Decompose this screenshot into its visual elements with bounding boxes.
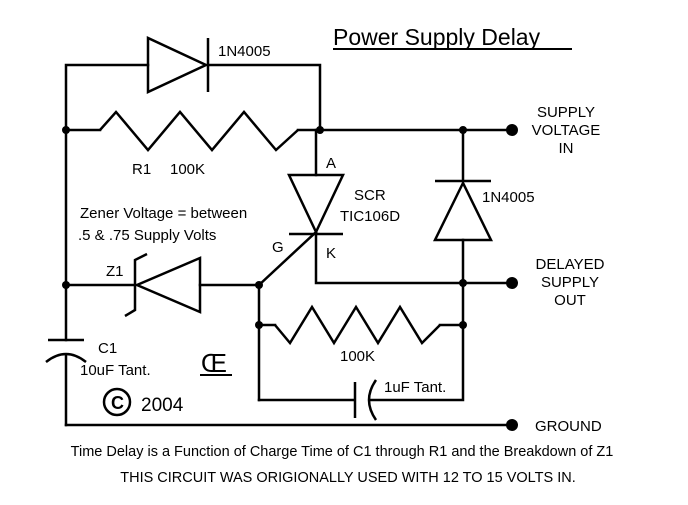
diagram-title: Power Supply Delay xyxy=(333,24,541,50)
wire-cap-right xyxy=(368,323,465,402)
gate-resistor xyxy=(274,304,441,346)
r1-resistor xyxy=(99,110,299,152)
scr-cathode-label: K xyxy=(326,245,336,262)
wire-gate xyxy=(257,230,318,287)
scr xyxy=(287,173,345,236)
supply-label-line-3: IN xyxy=(559,140,574,157)
ground-terminal xyxy=(506,419,518,431)
supply-terminal xyxy=(506,124,518,136)
output-label-line-1: DELAYED xyxy=(536,256,605,273)
c1-plate-curved xyxy=(45,352,87,363)
c1-value-label: 10uF Tant. xyxy=(80,362,151,379)
gate-resistor-label: 100K xyxy=(340,348,375,365)
junction-dot xyxy=(459,126,467,134)
zener-triangle xyxy=(133,256,202,314)
zener-ref-label: Z1 xyxy=(106,263,124,280)
scr-triangle xyxy=(287,173,345,235)
footer-line-1: Time Delay is a Function of Charge Time … xyxy=(71,444,614,460)
junction-dot xyxy=(255,281,263,289)
right-diode xyxy=(432,179,494,242)
output-label-line-2: SUPPLY xyxy=(541,274,599,291)
junction-dot xyxy=(459,279,467,287)
zener-cathode-bar xyxy=(124,252,148,318)
copyright-year: 2004 xyxy=(141,395,184,416)
junction-dot xyxy=(316,126,324,134)
zener-note-line-1: Zener Voltage = between xyxy=(80,205,247,222)
junction-dot xyxy=(255,321,263,329)
scr-anode-label: A xyxy=(326,155,336,172)
r1-ref-label: R1 xyxy=(132,161,151,178)
c1-capacitor xyxy=(45,338,87,363)
supply-label-line-1: SUPPLY xyxy=(537,104,595,121)
r1-value-label: 100K xyxy=(170,161,205,178)
wire-top-diode-left xyxy=(64,63,150,132)
output-label-line-3: OUT xyxy=(554,292,586,309)
supply-label-line-2: VOLTAGE xyxy=(532,122,601,139)
zener-diode xyxy=(124,252,202,318)
c1-ref-label: C1 xyxy=(98,340,117,357)
scr-gate-label: G xyxy=(272,239,284,256)
wire-top-diode-right xyxy=(206,63,322,132)
zener-note-line-2: .5 & .75 Supply Volts xyxy=(78,227,216,244)
junction-dot xyxy=(62,126,70,134)
author-logo: Œ xyxy=(201,348,227,378)
top-diode-label: 1N4005 xyxy=(218,43,271,60)
wires xyxy=(64,63,514,427)
wire-scr-cathode xyxy=(314,230,465,285)
output-terminal xyxy=(506,277,518,289)
junctions xyxy=(62,126,467,329)
gate-capacitor xyxy=(353,379,378,421)
ground-label: GROUND xyxy=(535,418,602,435)
scr-name-label: SCR xyxy=(354,187,386,204)
right-diode-label: 1N4005 xyxy=(482,189,535,206)
top-diode-triangle xyxy=(146,36,209,94)
copyright-icon xyxy=(102,387,132,417)
gate-cap-plate-curved xyxy=(367,379,378,421)
scr-part-label: TIC106D xyxy=(340,208,400,225)
footer-line-2: THIS CIRCUIT WAS ORIGIONALLY USED WITH 1… xyxy=(120,470,576,486)
top-diode xyxy=(146,36,210,94)
copyright-c: C xyxy=(111,393,124,413)
junction-dot xyxy=(62,281,70,289)
junction-dot xyxy=(459,321,467,329)
right-diode-triangle xyxy=(432,180,494,242)
gate-capacitor-label: 1uF Tant. xyxy=(384,379,446,396)
